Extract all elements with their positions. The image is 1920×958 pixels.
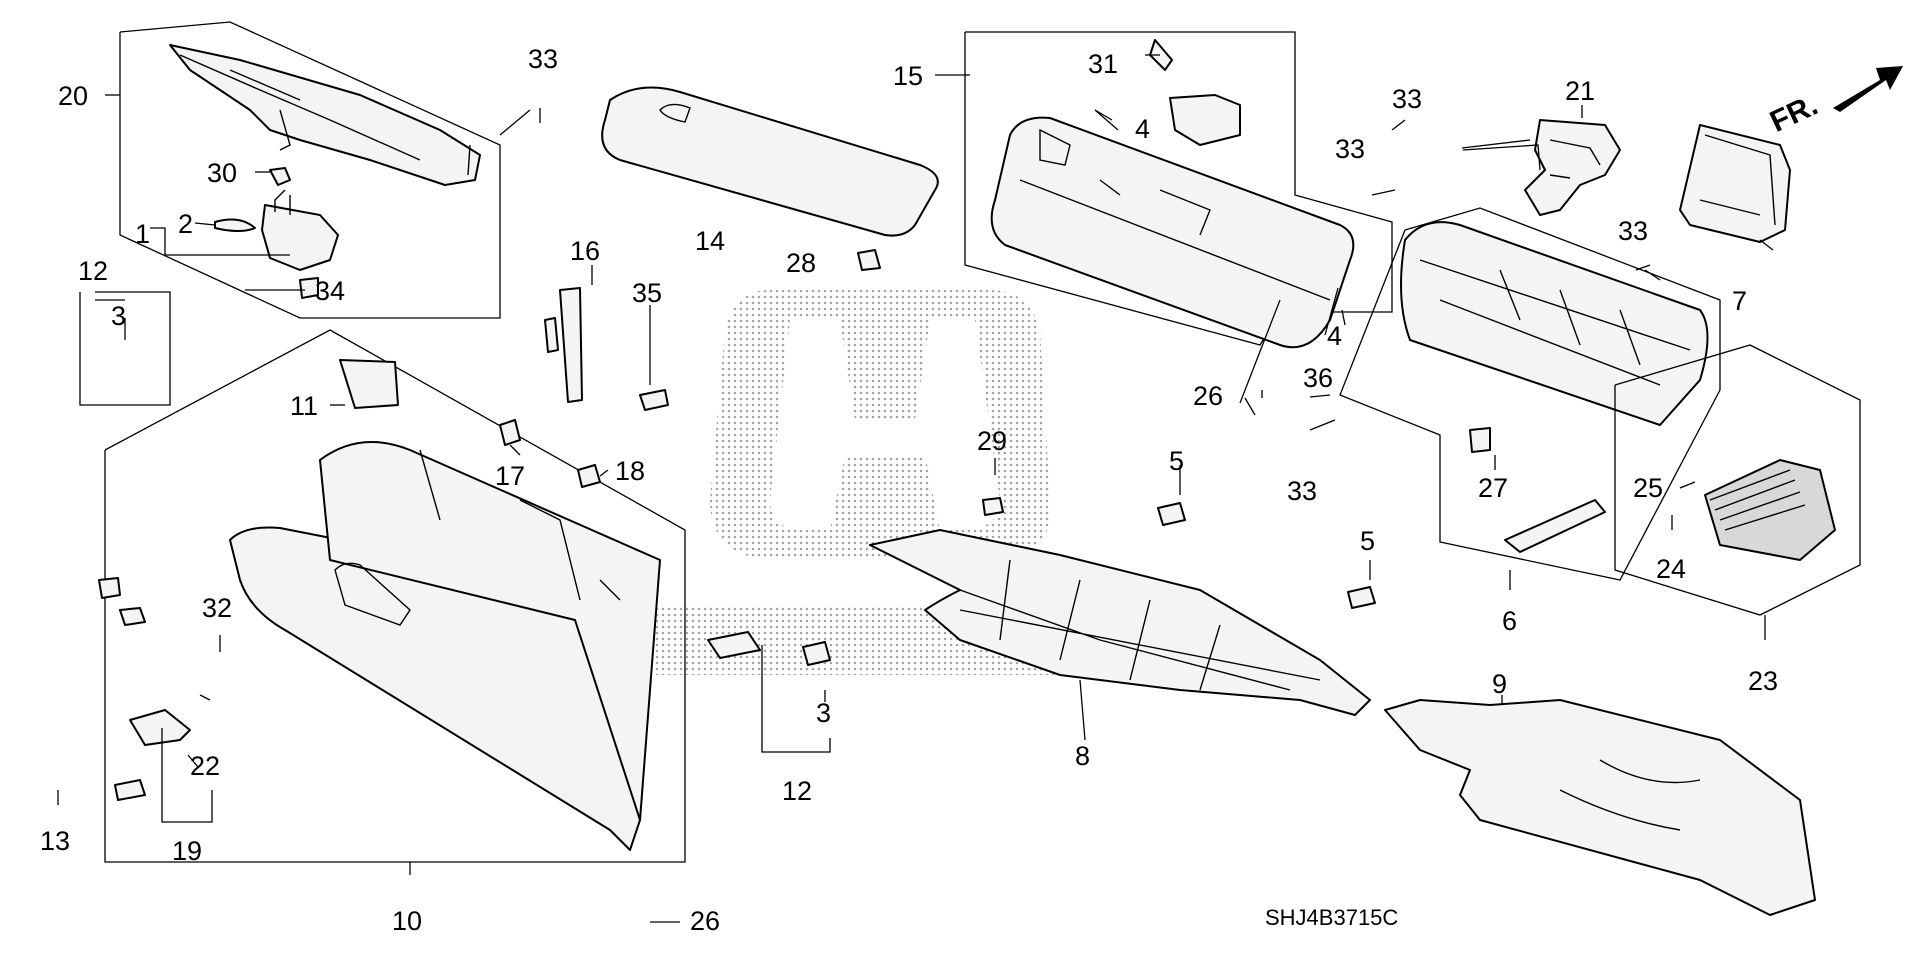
callout-12a: 12 xyxy=(78,256,108,286)
callout-10: 10 xyxy=(392,906,422,936)
callout-1: 1 xyxy=(135,219,150,249)
callout-36: 36 xyxy=(1303,363,1333,393)
callout-32: 32 xyxy=(202,593,232,623)
callout-26b: 26 xyxy=(690,906,720,936)
callout-23: 23 xyxy=(1748,666,1778,696)
callout-24: 24 xyxy=(1656,554,1686,584)
part-10-glove-box xyxy=(104,329,686,863)
callout-2: 2 xyxy=(178,209,193,239)
callout-11: 11 xyxy=(290,391,318,421)
callout-5b: 5 xyxy=(1360,526,1375,556)
callout-17: 17 xyxy=(495,461,525,491)
callout-30: 30 xyxy=(207,158,237,188)
callout-5a: 5 xyxy=(1169,446,1184,476)
callout-7: 7 xyxy=(1732,286,1747,316)
callout-14: 14 xyxy=(695,226,725,256)
callout-33a: 33 xyxy=(528,44,558,74)
callout-3b: 3 xyxy=(816,698,831,728)
part-7-bracket xyxy=(1679,124,1791,243)
callout-12b: 12 xyxy=(782,776,812,806)
part-14-upper-cover xyxy=(601,86,939,271)
diagram-code: SHJ4B3715C xyxy=(1265,905,1398,930)
callout-8: 8 xyxy=(1075,741,1090,771)
callout-20: 20 xyxy=(58,81,88,111)
callout-13: 13 xyxy=(40,826,70,856)
callout-34: 34 xyxy=(315,276,345,306)
callout-33b: 33 xyxy=(1392,84,1422,114)
callout-21: 21 xyxy=(1565,76,1595,106)
callout-29: 29 xyxy=(977,426,1007,456)
callout-33e: 33 xyxy=(1287,476,1317,506)
part-9-mat xyxy=(1384,699,1816,916)
callout-4b: 4 xyxy=(1327,321,1342,351)
callout-labels: 20 1 2 30 34 33 12 3 11 16 35 17 18 14 2… xyxy=(40,44,1778,936)
callout-18: 18 xyxy=(615,456,645,486)
callout-6: 6 xyxy=(1502,606,1517,636)
part-15-glove-box-upper xyxy=(964,31,1393,349)
callout-3a: 3 xyxy=(111,301,126,331)
callout-31: 31 xyxy=(1088,49,1118,79)
callout-25: 25 xyxy=(1633,473,1663,503)
callout-15: 15 xyxy=(893,61,923,91)
callout-27: 27 xyxy=(1478,473,1508,503)
callout-33c: 33 xyxy=(1335,134,1365,164)
part-20-bracket-group xyxy=(119,21,501,319)
callout-16: 16 xyxy=(570,236,600,266)
part-23-air-vent xyxy=(1614,344,1861,616)
callout-26a: 26 xyxy=(1193,381,1223,411)
callout-9: 9 xyxy=(1492,669,1507,699)
small-parts xyxy=(98,287,1376,666)
callout-22: 22 xyxy=(190,751,220,781)
callout-35: 35 xyxy=(632,278,662,308)
callout-33d: 33 xyxy=(1618,216,1648,246)
leader-lines xyxy=(57,54,1774,923)
front-indicator-label: FR. xyxy=(1765,89,1823,139)
part-8-lower-cover xyxy=(869,529,1371,716)
callout-4a: 4 xyxy=(1135,114,1150,144)
callout-19: 19 xyxy=(172,836,202,866)
front-arrow-icon: FR. xyxy=(1765,66,1903,139)
callout-28: 28 xyxy=(786,248,816,278)
part-21-bracket xyxy=(1524,119,1621,216)
part-6-inner-frame xyxy=(1339,207,1721,581)
